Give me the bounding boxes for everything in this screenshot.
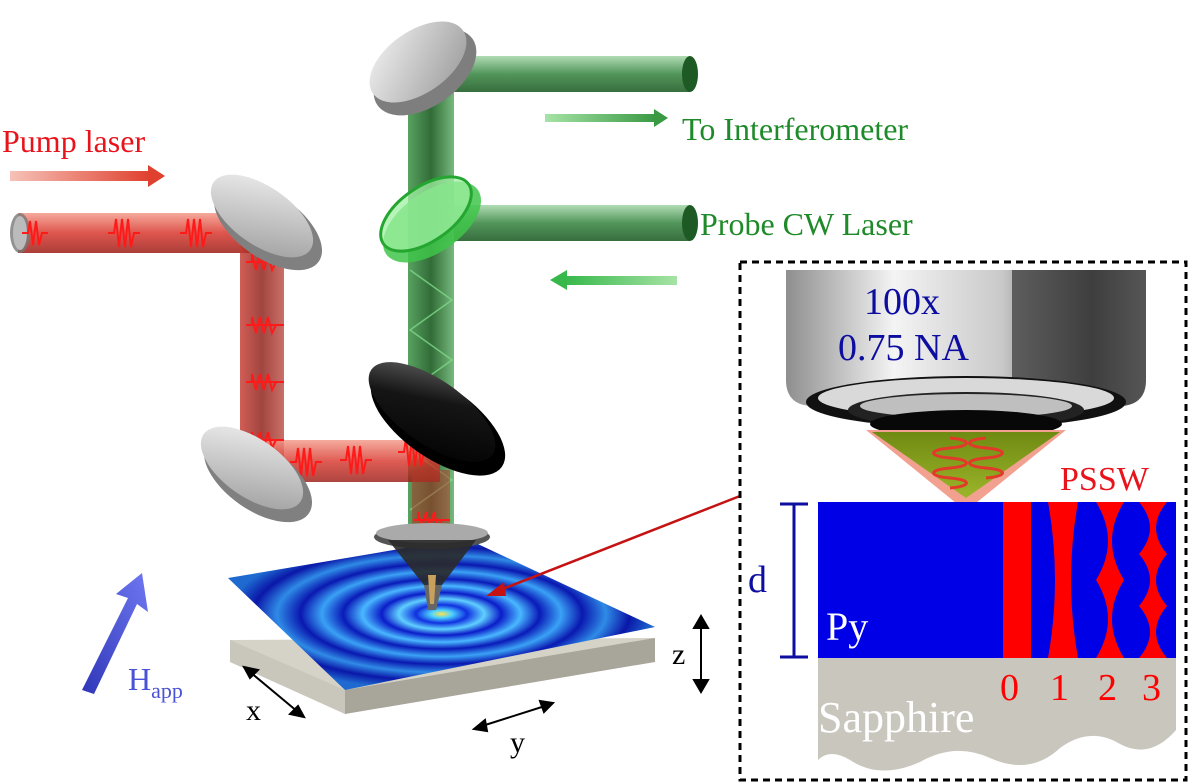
mirror-top xyxy=(369,21,477,116)
sample-block xyxy=(228,538,655,714)
thickness-label: d xyxy=(748,559,767,601)
mode-1-profile xyxy=(1048,502,1078,658)
mode-2-profile xyxy=(1096,502,1124,658)
interferometer-arrow xyxy=(545,109,668,127)
axis-y-label: y xyxy=(510,726,525,759)
axis-z-arrow xyxy=(692,614,710,694)
substrate xyxy=(818,658,1176,771)
dichroic-mirror xyxy=(368,362,506,476)
thickness-bracket xyxy=(780,502,808,659)
objective-magnification: 100x xyxy=(864,281,940,323)
substrate-label: Sapphire xyxy=(818,693,974,742)
green-beam-probe xyxy=(440,205,698,241)
green-beam-top xyxy=(440,56,698,92)
pump-arrow xyxy=(10,165,165,187)
pump-laser-label: Pump laser xyxy=(2,123,145,159)
objective-large xyxy=(786,270,1146,503)
mode-3-label: 3 xyxy=(1142,667,1161,709)
mode-3-profile xyxy=(1139,502,1167,658)
field-label: Happ xyxy=(128,661,183,703)
mode-0-profile xyxy=(1003,502,1031,658)
probe-arrow xyxy=(550,270,677,290)
mode-1-label: 1 xyxy=(1050,667,1069,709)
red-beam-vertical xyxy=(240,240,284,470)
py-label: Py xyxy=(826,604,868,649)
mirror-red-top xyxy=(210,174,323,271)
mirror-red-bottom xyxy=(200,426,313,523)
beam-splitter xyxy=(379,175,481,263)
objective-small xyxy=(374,523,490,610)
pssw-label: PSSW xyxy=(1060,461,1150,498)
mode-0-label: 0 xyxy=(1000,667,1019,709)
cone-pulse xyxy=(932,436,1004,490)
zoom-leader xyxy=(486,494,741,596)
to-interferometer-label: To Interferometer xyxy=(682,111,908,147)
axis-y-arrow xyxy=(471,699,556,733)
field-subscript: app xyxy=(151,678,183,703)
objective-na: 0.75 NA xyxy=(838,327,969,369)
spin-wave-surface xyxy=(228,538,655,690)
field-arrow xyxy=(82,573,148,694)
mode-2-label: 2 xyxy=(1098,667,1117,709)
axis-x-arrow xyxy=(242,665,306,719)
axis-z-label: z xyxy=(672,638,685,671)
probe-cw-laser-label: Probe CW Laser xyxy=(700,206,913,242)
axis-x-label: x xyxy=(246,694,261,727)
